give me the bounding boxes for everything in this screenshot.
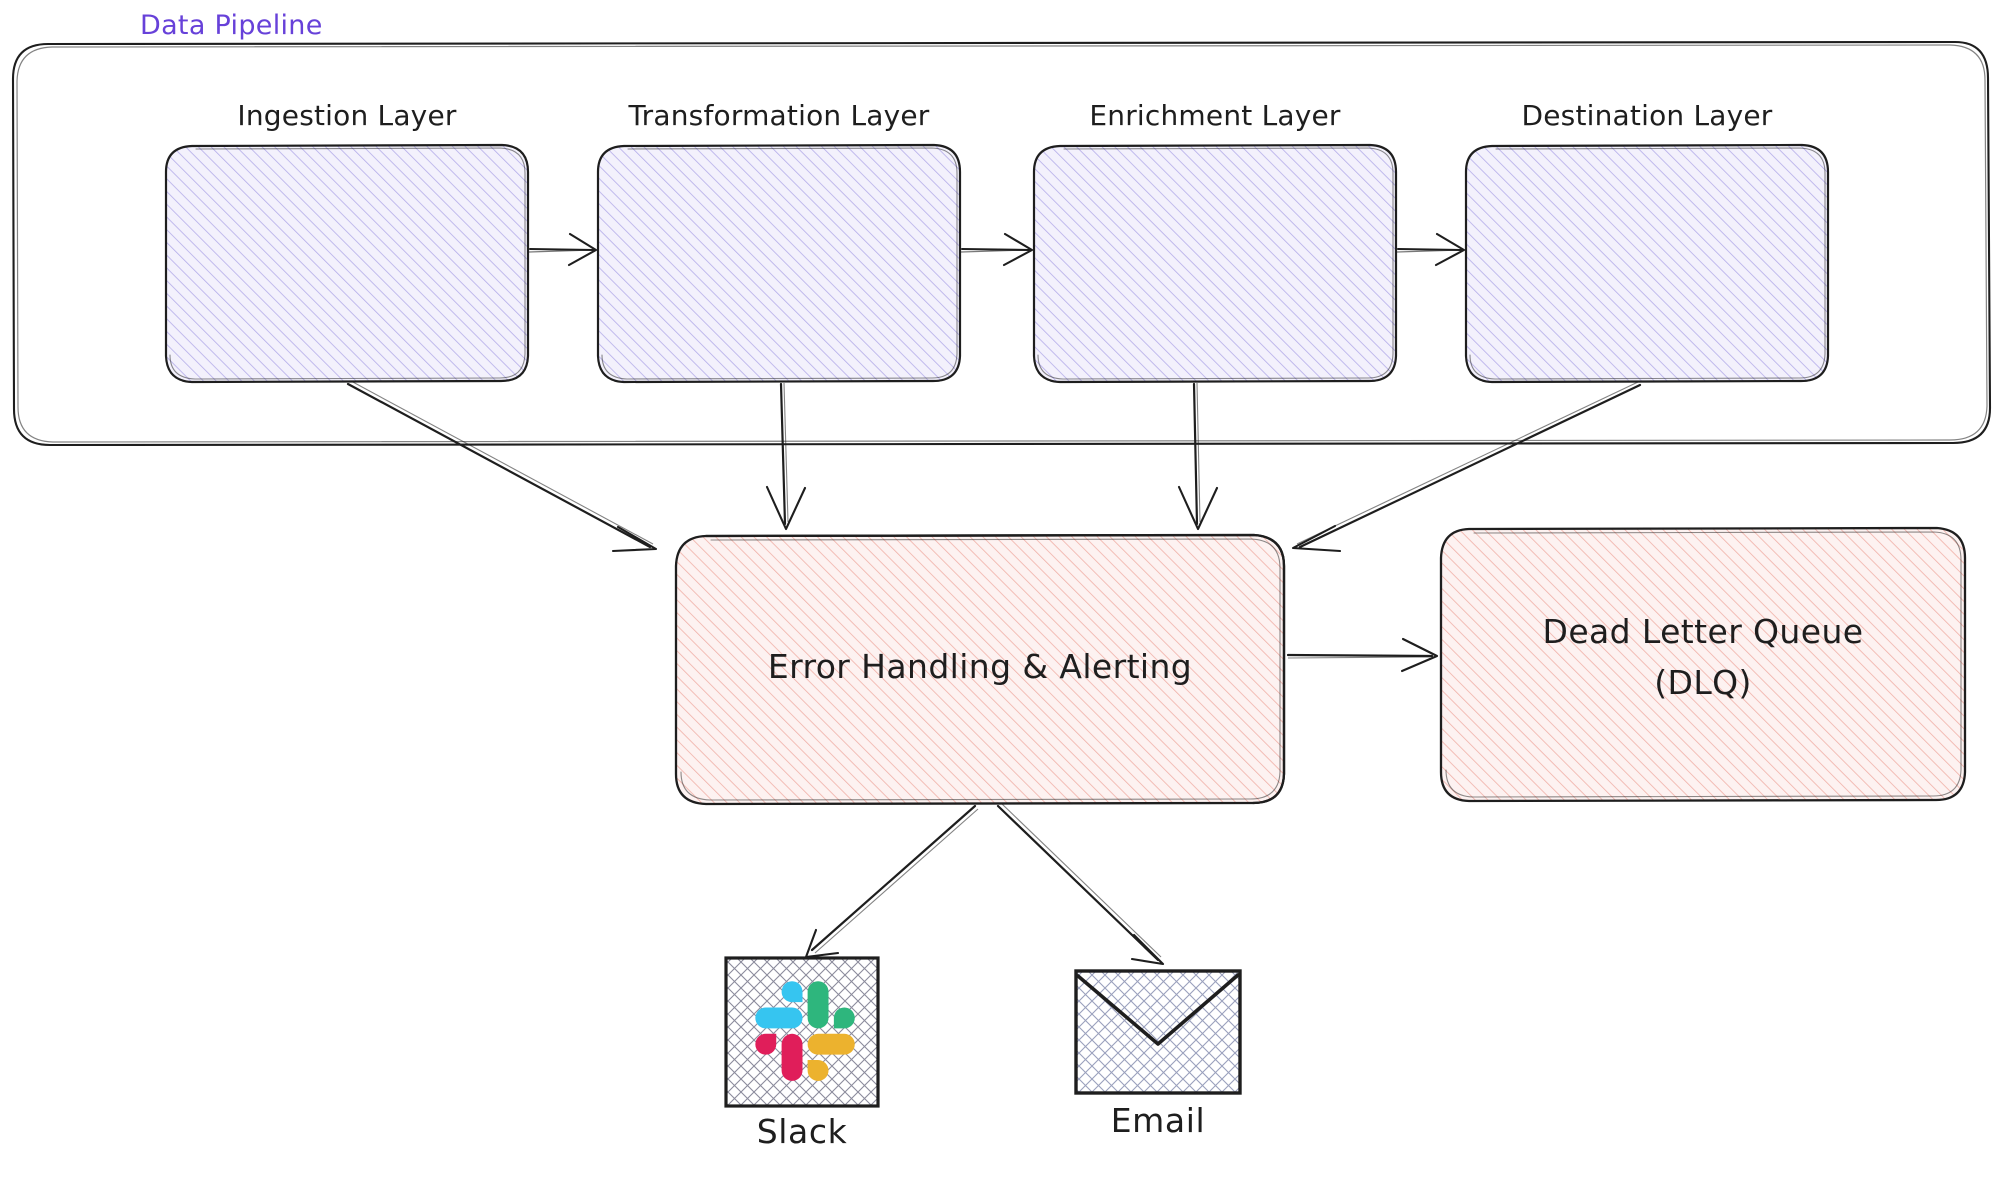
error-handling-box[interactable]: [674, 533, 1286, 806]
layer-label-ingestion: Ingestion Layer: [237, 99, 457, 132]
edge-ingestion-to-error: [346, 380, 658, 553]
layer-box-destination[interactable]: [1464, 143, 1830, 384]
layer-box-transformation[interactable]: [596, 143, 962, 384]
email-icon[interactable]: [1074, 969, 1242, 1095]
edge-enrichment-to-error: [1177, 382, 1219, 531]
email-caption: Email: [1110, 1101, 1206, 1140]
slack-caption: Slack: [756, 1112, 848, 1151]
edge-transformation-to-error: [765, 382, 807, 531]
dlq-label-line1: Dead Letter Queue: [1542, 612, 1864, 651]
error-handling-label: Error Handling & Alerting: [767, 647, 1193, 686]
layer-box-ingestion[interactable]: [164, 143, 530, 384]
slack-icon[interactable]: [724, 956, 880, 1108]
pipeline-group-title: Data Pipeline: [140, 10, 323, 41]
edge-ingestion-to-transformation: [528, 232, 598, 267]
edge-transformation-to-enrichment: [960, 232, 1034, 267]
layer-label-enrichment: Enrichment Layer: [1089, 99, 1341, 132]
dead-letter-queue-box[interactable]: [1439, 526, 1967, 803]
layer-label-destination: Destination Layer: [1521, 99, 1773, 132]
layer-box-enrichment[interactable]: [1032, 143, 1398, 384]
edge-error-to-email: [996, 802, 1165, 966]
pipeline-container: [11, 40, 1992, 447]
layer-label-transformation: Transformation Layer: [628, 99, 930, 132]
edge-destination-to-error: [1291, 381, 1642, 553]
edge-error-to-slack: [804, 804, 979, 959]
dlq-label-line2: (DLQ): [1654, 663, 1752, 702]
edge-error-to-dlq: [1286, 637, 1439, 673]
edge-enrichment-to-destination: [1396, 232, 1466, 267]
